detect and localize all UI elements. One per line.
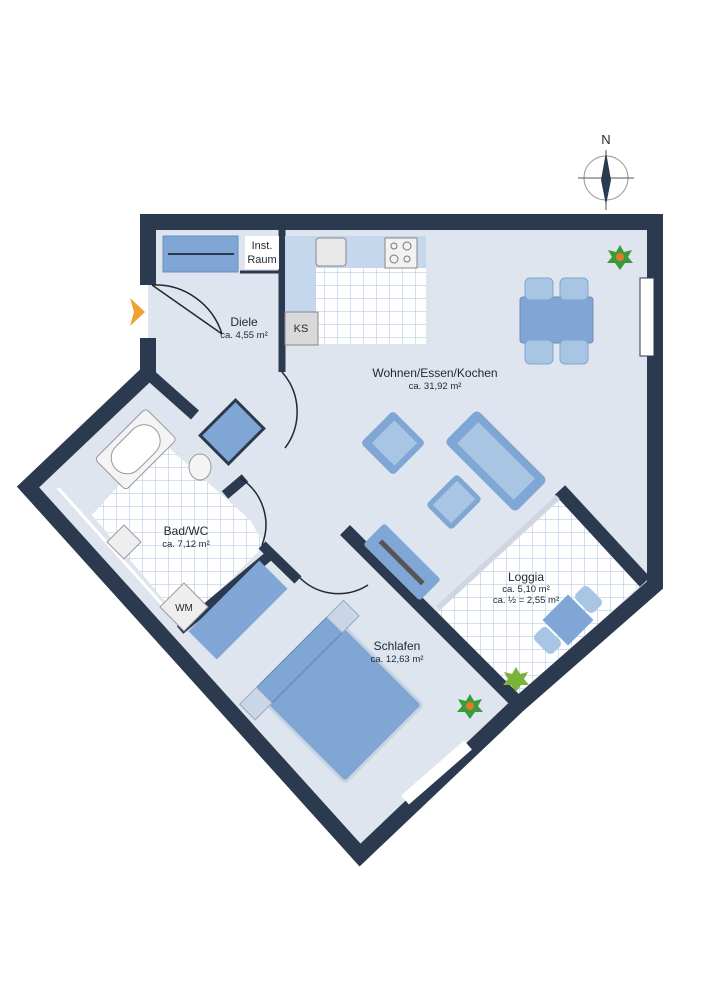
- inst-raum: [245, 236, 279, 269]
- sofa: [446, 411, 546, 511]
- loggia-sliding-door[interactable]: [436, 495, 560, 610]
- loggia-tiles: [438, 500, 640, 700]
- washing-machine: [159, 582, 209, 632]
- chair: [524, 277, 554, 301]
- chair: [559, 339, 589, 365]
- compass-icon: [578, 150, 634, 210]
- room-area-bad: ca. 7,12 m²: [162, 539, 210, 550]
- burner-icon: [389, 254, 399, 264]
- plant-icon: [457, 694, 483, 719]
- window-bedroom: [401, 740, 472, 805]
- wall-loggia-north: [554, 485, 651, 587]
- stove-icon: [384, 237, 418, 269]
- bath-door[interactable]: [239, 477, 267, 546]
- entrance-arrow-icon: [130, 298, 145, 326]
- loggia-table-set: [534, 586, 602, 654]
- room-name-bad: Bad/WC: [164, 524, 209, 538]
- double-bed: [238, 599, 423, 783]
- room-area-loggia: ca. 5,10 m²: [502, 584, 550, 595]
- armchair: [362, 412, 424, 474]
- kitchen-counter-side: [285, 236, 316, 316]
- wall-bath-hall-2: [258, 541, 302, 584]
- wall-bath-north: [146, 370, 199, 420]
- room-name-loggia: Loggia: [508, 570, 544, 584]
- inst-raum-label-1: Inst.: [252, 240, 273, 252]
- coffee-table: [427, 475, 481, 529]
- sink-icon: [315, 237, 347, 267]
- burner-icon: [403, 255, 411, 263]
- plant-icon: [503, 667, 529, 692]
- chair: [524, 339, 554, 365]
- hall-wardrobe: [198, 398, 266, 466]
- wall-bedroom-loggia: [340, 525, 525, 710]
- chair: [559, 277, 589, 301]
- room-name-diele: Diele: [230, 315, 258, 329]
- bathtub: [95, 409, 176, 490]
- washbasin-icon: [106, 524, 142, 560]
- kitchen-tiles: [316, 268, 426, 344]
- bath-tiles: [92, 440, 265, 625]
- room-area-wohnen: ca. 31,92 m²: [409, 381, 462, 392]
- plant-icon: [607, 245, 633, 270]
- toilet-icon: [188, 453, 212, 481]
- burner-icon: [390, 242, 398, 250]
- compass-north-label: N: [601, 132, 610, 147]
- wall-bath-hall: [221, 474, 249, 499]
- room-area-loggia-half: ca. ½ = 2,55 m²: [493, 595, 559, 606]
- room-area-diele: ca. 4,55 m²: [220, 330, 268, 341]
- window-living: [639, 277, 655, 357]
- inst-raum-label-2: Raum: [247, 254, 276, 266]
- entrance-door[interactable]: [151, 284, 223, 335]
- room-name-wohnen: Wohnen/Essen/Kochen: [372, 366, 497, 380]
- burner-icon: [402, 241, 412, 251]
- room-name-schlafen: Schlafen: [374, 639, 421, 653]
- tv-sideboard: [364, 524, 440, 600]
- room-area-schlafen: ca. 12,63 m²: [371, 654, 424, 665]
- bedroom-wardrobe: [188, 560, 288, 660]
- fridge-ks: [284, 311, 319, 346]
- dining-table: [519, 296, 594, 344]
- diele-door[interactable]: [281, 371, 298, 449]
- wm-label: WM: [175, 603, 193, 614]
- ks-label: KS: [294, 323, 309, 335]
- apartment-floor: [28, 222, 655, 855]
- bedroom-door[interactable]: [299, 577, 369, 595]
